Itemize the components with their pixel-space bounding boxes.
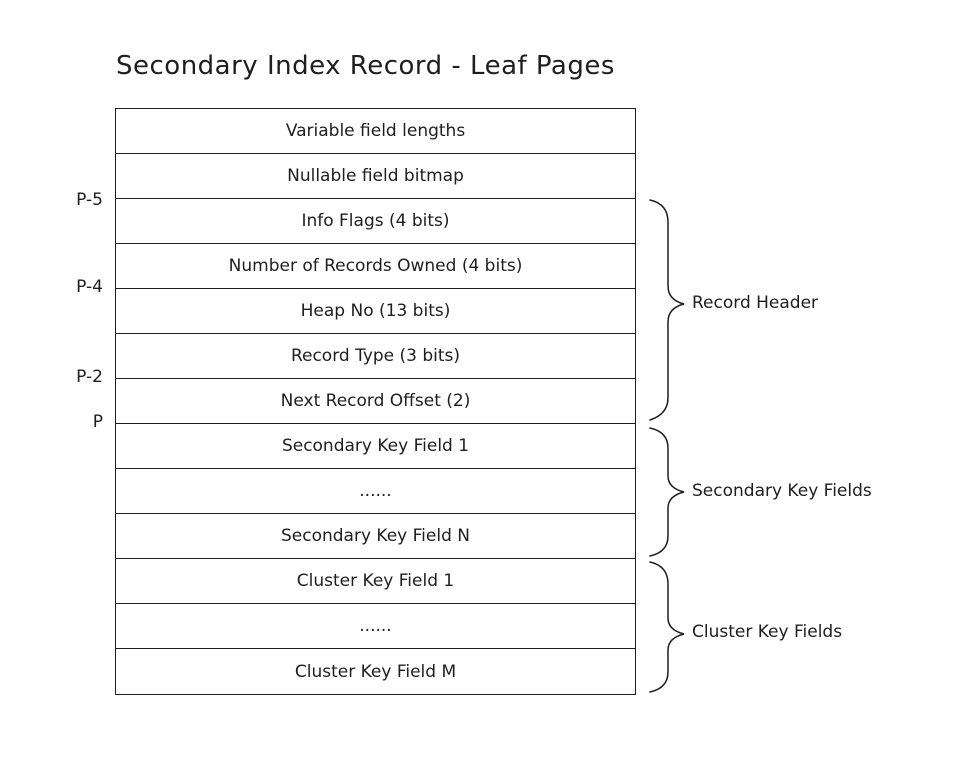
marker-p-5: P-5: [76, 190, 103, 210]
field-next-record-offset: Next Record Offset (2): [116, 379, 635, 424]
field-info-flags: Info Flags (4 bits): [116, 199, 635, 244]
field-cluster-key-m: Cluster Key Field M: [294, 661, 457, 682]
field-secondary-key-n: Secondary Key Field N: [116, 514, 635, 559]
field-cluster-key-1: Cluster Key Field 1: [116, 559, 635, 604]
field-record-type: Record Type (3 bits): [116, 334, 635, 379]
label-secondary-key-fields: Secondary Key Fields: [692, 481, 872, 501]
field-cluster-key-ellipsis: ......: [116, 604, 635, 649]
field-heap-no: Heap No (13 bits): [116, 289, 635, 334]
field-nullable-bitmap: Nullable field bitmap: [116, 154, 635, 199]
field-secondary-key-1: Secondary Key Field 1: [116, 424, 635, 469]
field-secondary-key-ellipsis: ......: [116, 469, 635, 514]
diagram-title: Secondary Index Record - Leaf Pages: [116, 51, 615, 81]
marker-p-2: P-2: [76, 367, 103, 387]
brace-cluster-key-fields: [649, 561, 685, 693]
label-cluster-key-fields: Cluster Key Fields: [692, 622, 843, 642]
marker-p: P: [92, 412, 103, 432]
marker-p-4: P-4: [76, 277, 103, 297]
field-variable-lengths: Variable field lengths: [116, 109, 635, 154]
brace-secondary-key-fields: [649, 427, 685, 557]
label-record-header: Record Header: [692, 293, 819, 313]
brace-record-header: [649, 199, 685, 421]
record-layout-stack: Variable field lengths Nullable field bi…: [115, 108, 636, 695]
field-records-owned: Number of Records Owned (4 bits): [116, 244, 635, 289]
